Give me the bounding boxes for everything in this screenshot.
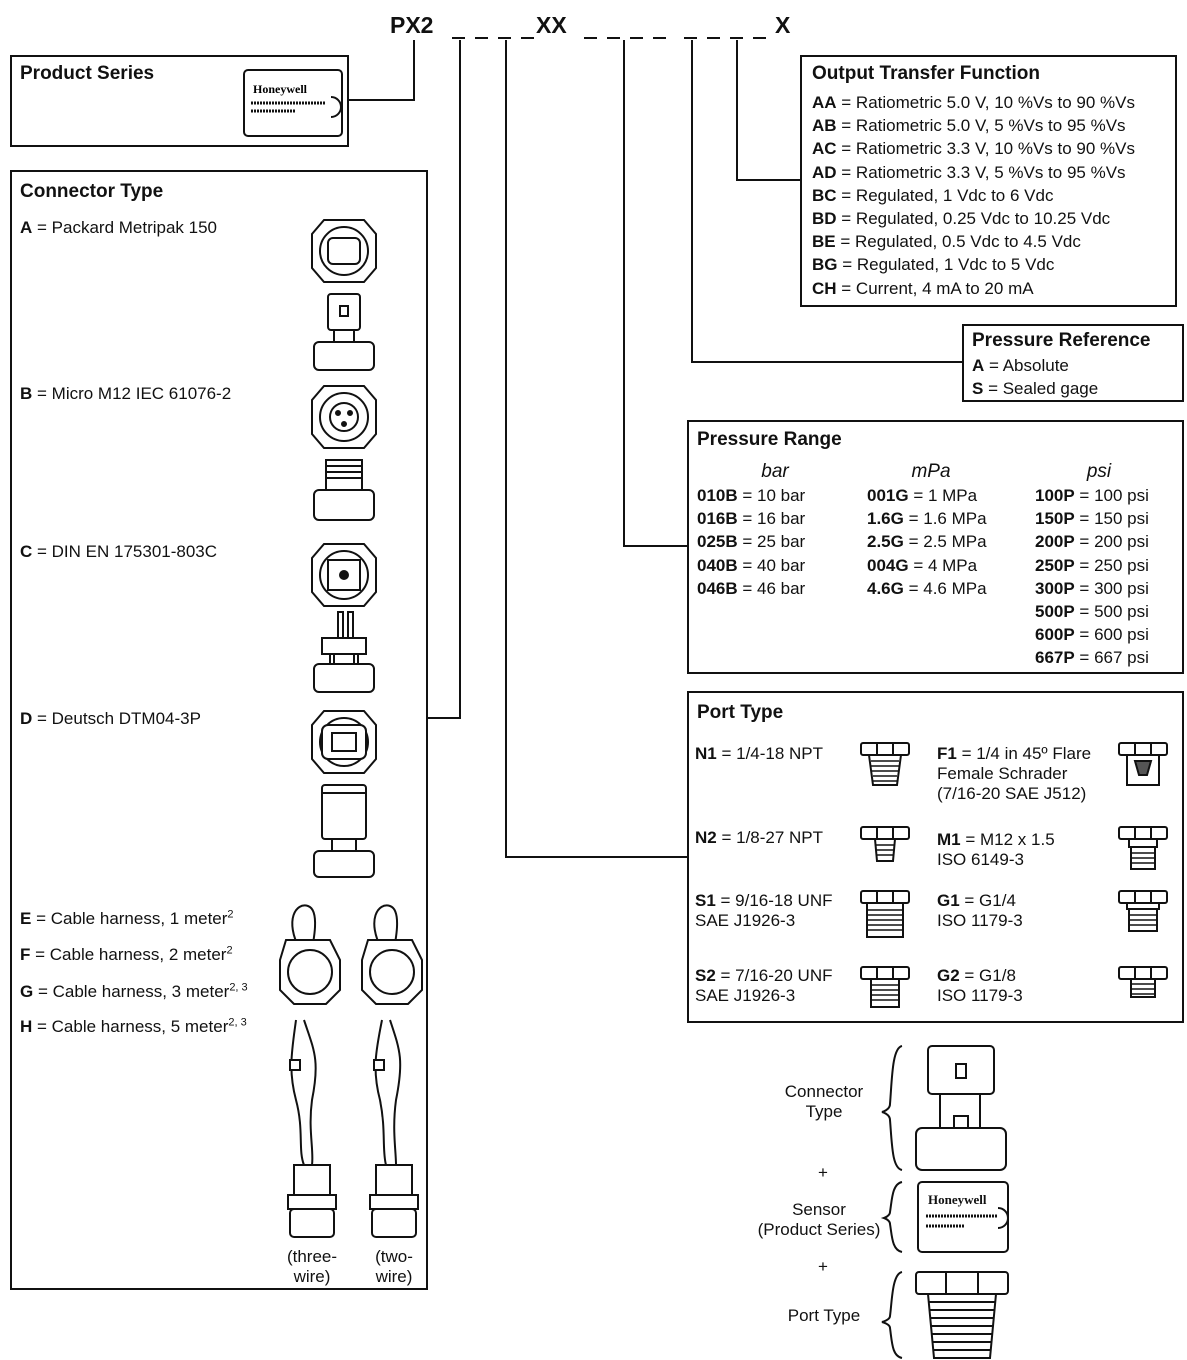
product-series-box: Product Series Honeywell [10,55,349,147]
f1-fitting-icon [1118,742,1168,786]
unit-psi: psi [1086,461,1112,482]
bar-range-option-2: 025B = 25 bar [697,532,806,552]
connector-option-f: F = Cable harness, 2 meter2 [20,944,233,964]
mpa-range-option-3: 004G = 4 MPa [867,555,978,575]
output-option-5: BD = Regulated, 0.25 Vdc to 10.25 Vdc [812,209,1111,228]
two-wire-label: (two-wire) [375,1247,413,1286]
deutsch-connector-icon [311,710,377,878]
psi-range-option-3: 250P = 250 psi [1035,555,1149,575]
connector-type-title: Connector Type [20,181,164,202]
psi-range-option-7: 667P = 667 psi [1035,648,1149,668]
port-type-title: Port Type [697,702,784,723]
port-option-n2: N2 = 1/8-27 NPT [695,828,824,847]
output-option-4: BC = Regulated, 1 Vdc to 6 Vdc [812,185,1054,205]
bar-range-option-1: 016B = 16 bar [697,509,806,529]
cable-harness-three-wire-icon [279,904,341,1238]
packard-connector-icon [311,219,377,371]
psi-range-option-1: 150P = 150 psi [1035,509,1149,529]
output-option-3: AD = Ratiometric 3.3 V, 5 %Vs to 95 %Vs [812,162,1126,182]
sensor-body-icon: Honeywell [243,69,343,137]
n2-fitting-icon [860,826,910,862]
sensor-brand: Honeywell [253,82,308,96]
connector-type-box: Connector Type A = Packard Metripak 150 … [10,170,428,1290]
assembly-plus-1: + [818,1163,828,1182]
psi-range-option-0: 100P = 100 psi [1035,486,1149,505]
mpa-range-option-2: 2.5G = 2.5 MPa [867,532,987,552]
pressure-range-title: Pressure Range [697,429,842,450]
assembly-plus-2: + [818,1257,828,1276]
assembly-sensor-brand: Honeywell [928,1192,987,1207]
output-option-8: CH = Current, 4 mA to 20 mA [812,278,1034,298]
output-option-6: BE = Regulated, 0.5 Vdc to 4.5 Vdc [812,232,1081,252]
assembly-drawing: Honeywell [880,1045,1009,1359]
connector-option-b: B = Micro M12 IEC 61076-2 [20,384,232,403]
psi-range-option-5: 500P = 500 psi [1035,602,1149,621]
output-transfer-title: Output Transfer Function [812,63,1040,84]
g1-fitting-icon [1118,890,1168,932]
mpa-range-option-0: 001G = 1 MPa [867,486,978,505]
model-prefix: PX2 [390,12,434,38]
m12-connector-icon [311,385,377,521]
output-option-7: BG = Regulated, 1 Vdc to 5 Vdc [812,255,1055,275]
unit-bar: bar [761,461,789,482]
reference-option-absolute: A = Absolute [972,356,1069,375]
s1-fitting-icon [860,890,910,938]
bar-range-option-4: 046B = 46 bar [697,578,806,598]
n1-fitting-icon [860,742,910,786]
assembly-sensor-label: Sensor(Product Series) [757,1200,881,1239]
connector-option-d: D = Deutsch DTM04-3P [20,709,201,728]
cable-harness-two-wire-icon [361,904,423,1238]
port-type-box: Port Type N1 = 1/4-18 NPT F1 = 1/4 in 45… [687,691,1184,1023]
port-option-n1: N1 = 1/4-18 NPT [695,744,824,763]
bar-range-option-0: 010B = 10 bar [697,486,806,505]
reference-option-sealed: S = Sealed gage [972,379,1099,398]
unit-mpa: mPa [911,461,951,482]
model-output-code: X [775,12,791,38]
mpa-range-option-4: 4.6G = 4.6 MPa [867,578,987,598]
pressure-reference-title: Pressure Reference [972,330,1151,351]
bar-range-option-3: 040B = 40 bar [697,555,806,575]
pressure-reference-box: Pressure Reference A = Absolute S = Seal… [962,324,1184,402]
model-range-code: XX [536,12,567,38]
connector-option-g: G = Cable harness, 3 meter2, 3 [20,981,248,1001]
s2-fitting-icon [860,966,910,1008]
output-transfer-box: Output Transfer Function AA = Ratiometri… [800,55,1177,307]
connector-option-a: A = Packard Metripak 150 [20,218,218,237]
output-option-0: AA = Ratiometric 5.0 V, 10 %Vs to 90 %Vs [812,93,1136,112]
output-option-2: AC = Ratiometric 3.3 V, 10 %Vs to 90 %Vs [812,139,1136,159]
connector-option-c: C = DIN EN 175301-803C [20,542,218,561]
psi-range-option-6: 600P = 600 psi [1035,625,1149,645]
m1-fitting-icon [1118,826,1168,870]
output-option-1: AB = Ratiometric 5.0 V, 5 %Vs to 95 %Vs [812,116,1126,136]
connector-option-e: E = Cable harness, 1 meter2 [20,908,234,928]
psi-range-option-4: 300P = 300 psi [1035,578,1149,598]
mpa-range-option-1: 1.6G = 1.6 MPa [867,509,987,529]
three-wire-label: (three-wire) [286,1247,338,1286]
assembly-port-label: Port Type [787,1306,861,1325]
din-connector-icon [311,543,377,693]
pressure-range-box: Pressure Range bar mPa psi 010B = 10 bar… [687,420,1184,674]
connector-option-h: H = Cable harness, 5 meter2, 3 [20,1016,247,1036]
g2-fitting-icon [1118,966,1168,998]
psi-range-option-2: 200P = 200 psi [1035,532,1149,552]
product-series-title: Product Series [20,63,155,84]
